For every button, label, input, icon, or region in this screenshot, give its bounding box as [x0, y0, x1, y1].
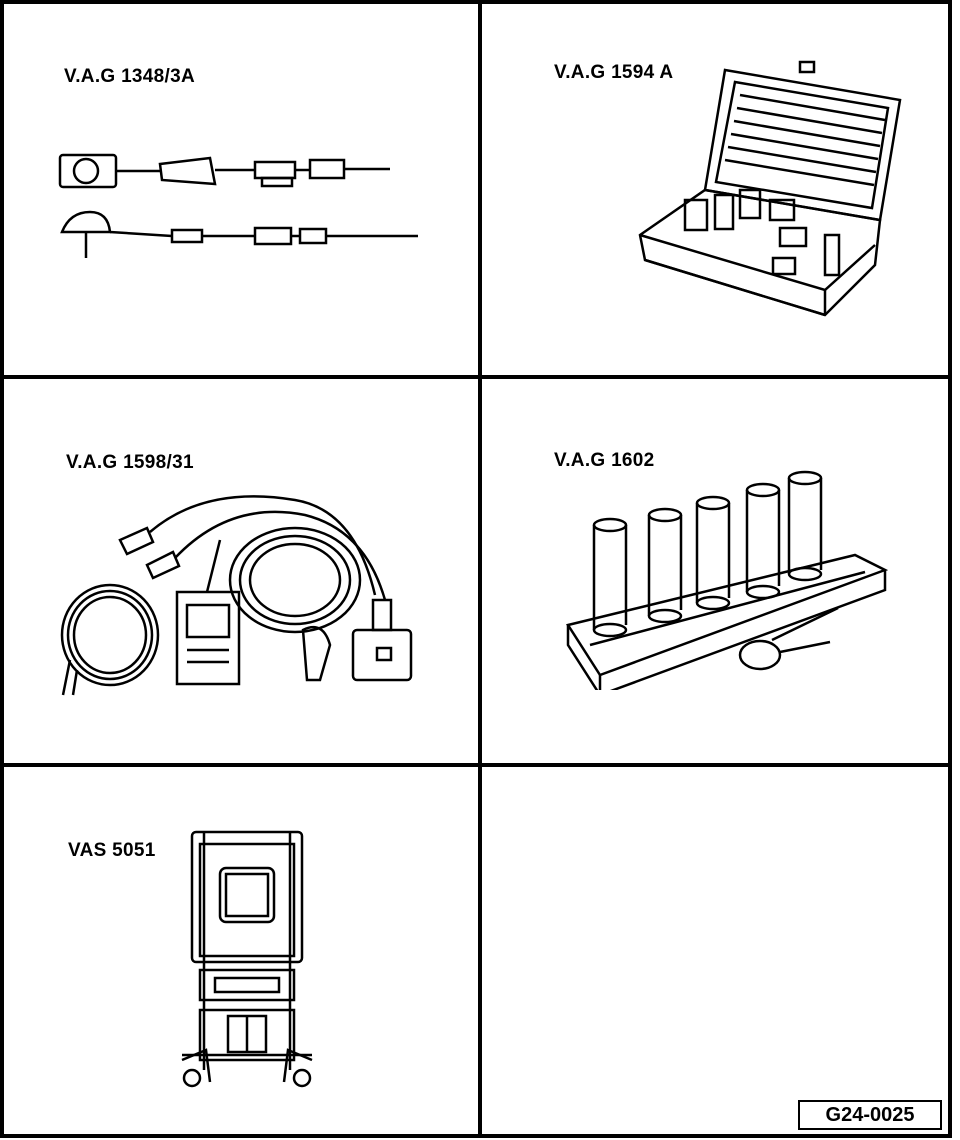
diagnostic-tester-trolley-icon [181, 830, 313, 1088]
tool-label-vag-1602: V.A.G 1602 [554, 450, 655, 471]
socket-rack-icon [566, 470, 889, 690]
tool-label-vag-1348-3a: V.A.G 1348/3A [64, 66, 195, 87]
adapter-cable-icon [58, 153, 418, 258]
tool-label-vag-1598-31: V.A.G 1598/31 [66, 452, 194, 473]
tool-label-vas-5051: VAS 5051 [68, 840, 156, 861]
figure-id: G24-0025 [798, 1100, 942, 1130]
test-box-cable-set-icon [60, 495, 413, 696]
test-lead-case-icon [638, 60, 902, 317]
tool-label-vag-1594-a: V.A.G 1594 A [554, 62, 674, 83]
